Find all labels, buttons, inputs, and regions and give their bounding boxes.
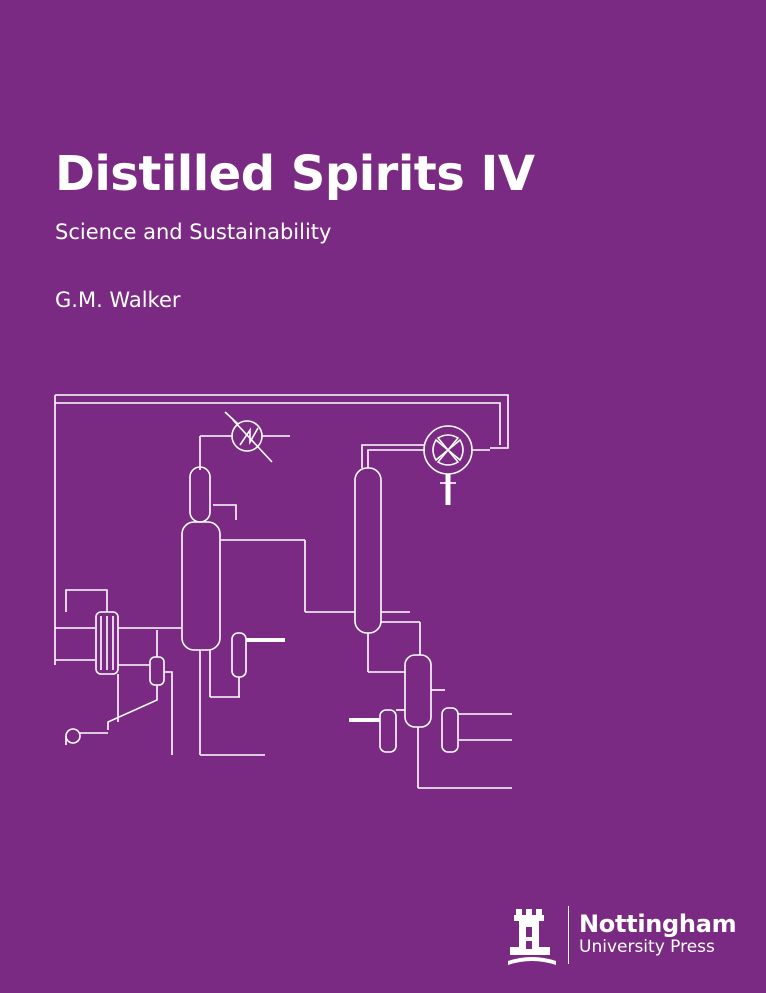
book-subtitle: Science and Sustainability (55, 220, 332, 244)
book-title: Distilled Spirits IV (55, 146, 535, 202)
publisher-subname: University Press (579, 937, 715, 958)
publisher-block: Nottingham University Press (506, 900, 737, 970)
publisher-text: Nottingham University Press (579, 910, 737, 958)
publisher-name: Nottingham (579, 910, 737, 939)
castle-logo-icon (508, 909, 556, 965)
book-author: G.M. Walker (55, 288, 181, 312)
publisher-divider (568, 906, 569, 964)
